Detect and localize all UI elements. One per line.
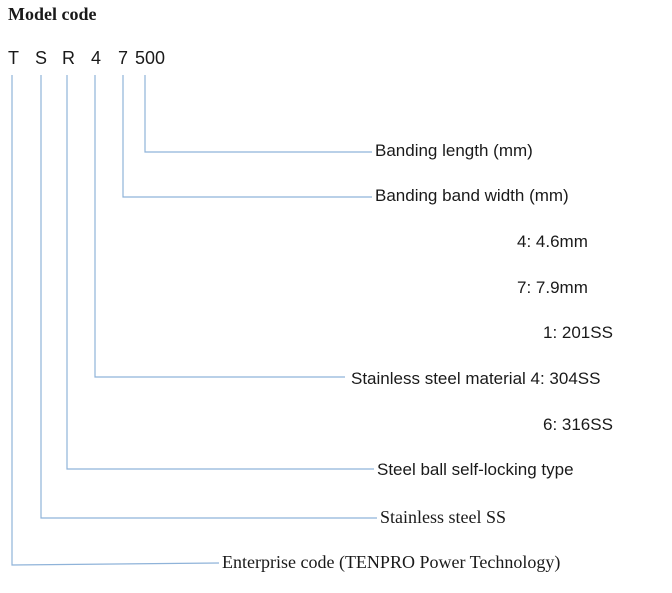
label-material-option-1: 1: 201SS [543, 323, 613, 342]
connector-width [122, 75, 372, 198]
connector-steel-ball [66, 75, 374, 470]
code-char-500: 500 [135, 48, 166, 68]
label-width-option-4: 4: 4.6mm [517, 232, 588, 251]
code-char-4: 4 [91, 48, 102, 68]
code-char-s: S [35, 48, 48, 68]
label-stainless-material: Stainless steel material 4: 304SS [351, 369, 601, 388]
code-char-t: T [8, 48, 19, 68]
connector-material [94, 75, 345, 378]
label-banding-width: Banding band width (mm) [375, 186, 569, 205]
connector-stainless [40, 75, 377, 519]
diagram-title: Model code [8, 4, 97, 24]
label-enterprise-code: Enterprise code (TENPRO Power Technology… [222, 552, 561, 572]
label-banding-length: Banding length (mm) [375, 141, 533, 160]
label-stainless-steel-ss: Stainless steel SS [380, 507, 507, 527]
code-char-7: 7 [118, 48, 129, 68]
code-char-r: R [62, 48, 75, 68]
connector-enterprise [11, 75, 220, 566]
label-steel-ball-type: Steel ball self-locking type [377, 460, 574, 479]
label-material-option-6: 6: 316SS [543, 415, 613, 434]
connector-length [144, 75, 372, 153]
label-width-option-7: 7: 7.9mm [517, 278, 588, 297]
connector-group [11, 75, 377, 566]
